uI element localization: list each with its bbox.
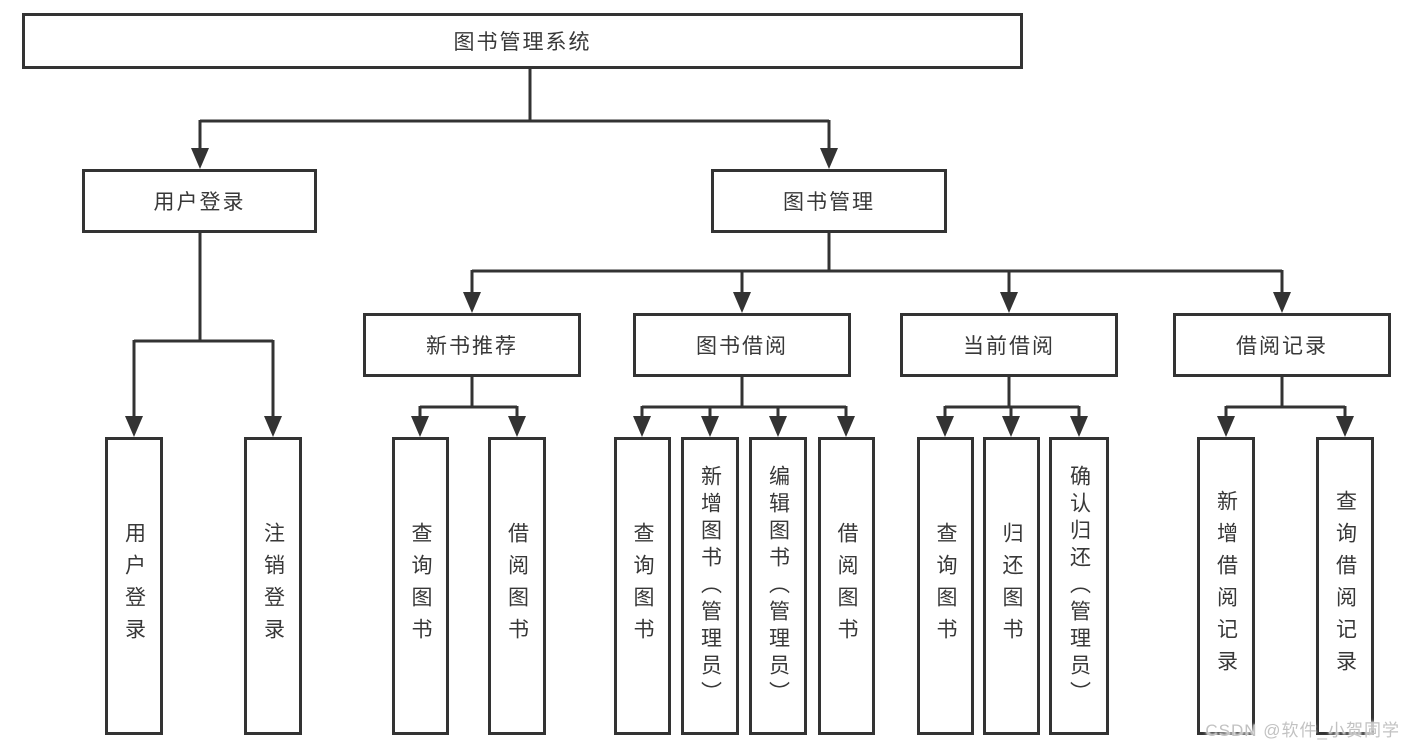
leaf-borrow-books-borrowing: 借阅图书: [818, 437, 875, 735]
leaf-label: 注销登录: [261, 522, 285, 650]
leaf-label: 查询借阅记录: [1333, 490, 1357, 682]
leaf-label: 归还图书: [1000, 522, 1023, 650]
leaf-add-book-admin: 新增图书（管理员）: [681, 437, 739, 735]
leaf-label: 新增图书（管理员）: [698, 464, 722, 708]
leaf-label: 借阅图书: [835, 522, 858, 650]
leaf-query-borrow-record: 查询借阅记录: [1316, 437, 1374, 735]
node-user-login: 用户登录: [82, 169, 317, 233]
node-label: 图书管理: [783, 191, 875, 214]
leaf-confirm-return-admin: 确认归还（管理员）: [1049, 437, 1109, 735]
leaf-logout: 注销登录: [244, 437, 302, 735]
leaf-user-login: 用户登录: [105, 437, 163, 735]
node-label: 图书借阅: [696, 335, 788, 358]
node-label: 新书推荐: [426, 335, 518, 358]
node-label: 当前借阅: [963, 335, 1055, 358]
node-new-book-recommendation: 新书推荐: [363, 313, 581, 377]
node-label: 图书管理系统: [453, 31, 592, 54]
leaf-add-borrow-record: 新增借阅记录: [1197, 437, 1255, 735]
node-borrowing-records: 借阅记录: [1173, 313, 1391, 377]
leaf-label: 借阅图书: [505, 522, 529, 650]
node-library-management-system: 图书管理系统: [22, 13, 1023, 69]
node-book-management: 图书管理: [711, 169, 947, 233]
node-book-borrowing: 图书借阅: [633, 313, 851, 377]
csdn-watermark: CSDN @软件_小贺同学: [1205, 721, 1400, 740]
node-label: 用户登录: [153, 191, 246, 214]
leaf-label: 查询图书: [631, 522, 654, 650]
leaf-label: 编辑图书（管理员）: [766, 464, 790, 708]
leaf-label: 确认归还（管理员）: [1067, 464, 1091, 708]
leaf-query-books-recommend: 查询图书: [392, 437, 449, 735]
leaf-label: 用户登录: [122, 522, 146, 650]
node-label: 借阅记录: [1236, 335, 1328, 358]
leaf-label: 新增借阅记录: [1214, 490, 1238, 682]
leaf-borrow-books-recommend: 借阅图书: [488, 437, 546, 735]
leaf-label: 查询图书: [409, 522, 432, 650]
leaf-label: 查询图书: [934, 522, 957, 650]
leaf-edit-book-admin: 编辑图书（管理员）: [749, 437, 807, 735]
leaf-query-books-borrowing: 查询图书: [614, 437, 671, 735]
leaf-query-books-current: 查询图书: [917, 437, 974, 735]
leaf-return-book: 归还图书: [983, 437, 1040, 735]
node-current-borrowing: 当前借阅: [900, 313, 1118, 377]
